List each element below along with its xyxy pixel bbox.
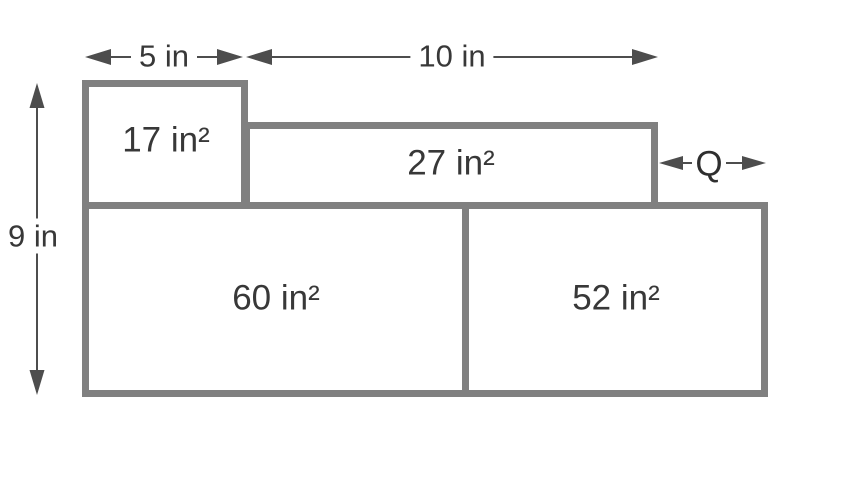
dim-5in-left-arrow-icon — [85, 49, 111, 65]
dim-q-left-arrow-icon — [659, 156, 683, 170]
area-label-27: 27 in² — [407, 143, 495, 183]
dim-9in-up-arrow-icon — [29, 83, 45, 108]
dim-label-9in: 9 in — [0, 218, 66, 254]
dim-10in-left-arrow-icon — [246, 49, 272, 65]
dim-5in-right-arrow-icon — [217, 49, 243, 65]
area-label-60: 60 in² — [232, 278, 320, 318]
dim-q-right-arrow-icon — [742, 156, 766, 170]
dim-label-q: Q — [695, 144, 723, 184]
rect-27-outline — [243, 122, 658, 209]
dim-label-10in: 10 in — [410, 38, 494, 74]
area-label-52: 52 in² — [572, 278, 660, 318]
dim-9in-down-arrow-icon — [29, 370, 45, 395]
bottom-rectangles-outline — [82, 202, 768, 397]
dim-label-5in: 5 in — [131, 38, 197, 74]
dim-10in-right-arrow-icon — [632, 49, 658, 65]
area-label-17: 17 in² — [122, 120, 210, 160]
